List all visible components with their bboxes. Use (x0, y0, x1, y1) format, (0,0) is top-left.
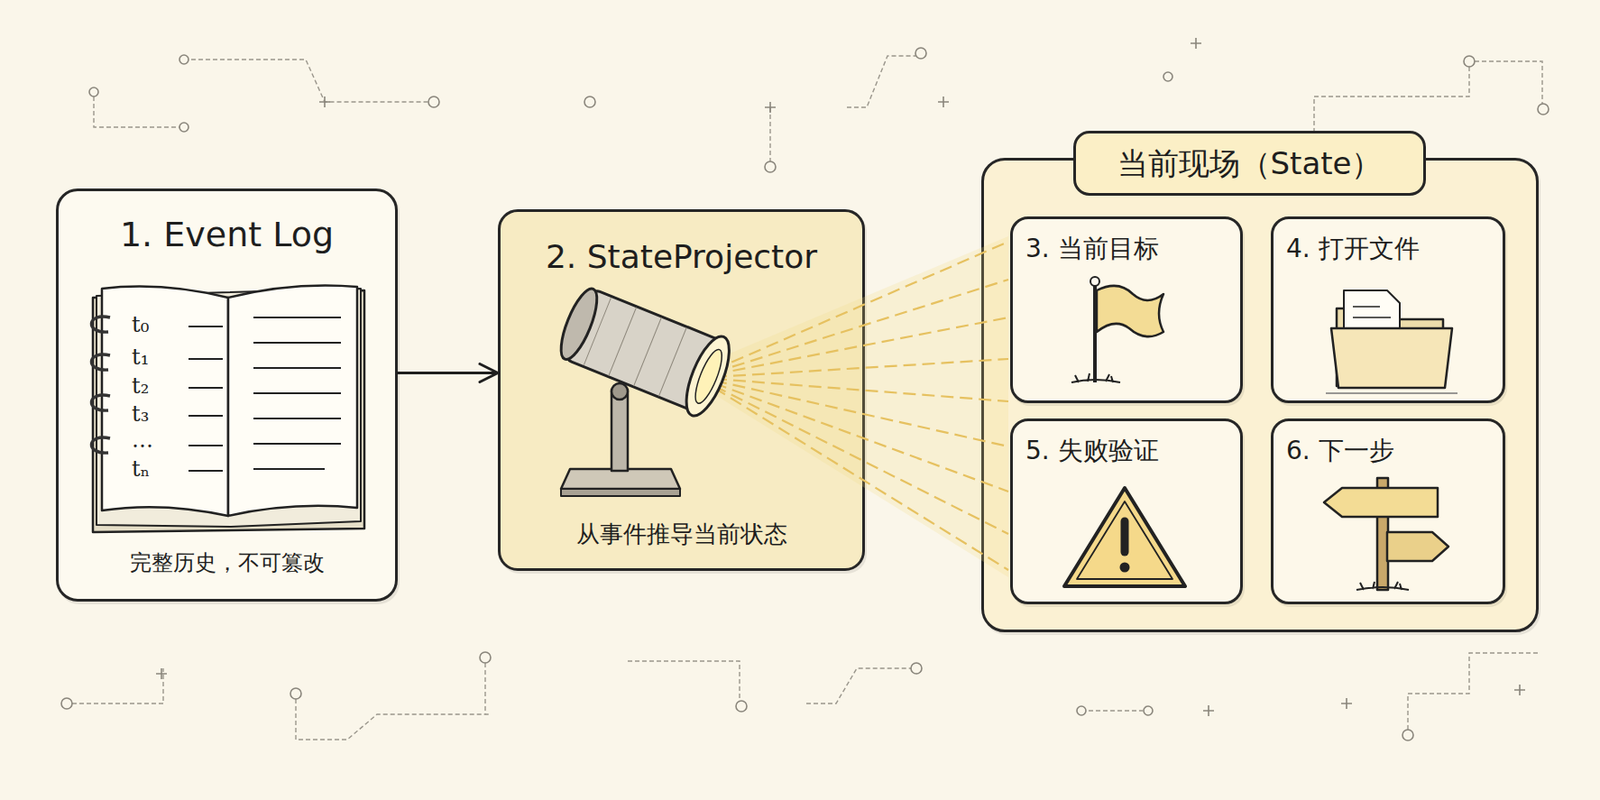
circuit-node (910, 662, 922, 674)
circuit-node (1463, 55, 1475, 67)
timestamp-label: t₀ (131, 312, 149, 338)
circuit-cross (319, 96, 331, 108)
circuit-node (290, 688, 302, 699)
timestamp-label: t₃ (131, 401, 149, 427)
circuit-trace (1407, 652, 1541, 730)
circuit-node (1143, 706, 1153, 716)
circuit-trace (846, 55, 916, 108)
circuit-cross (937, 96, 949, 108)
circuit-node (428, 96, 440, 108)
circuit-node (479, 652, 491, 663)
circuit-cross (1514, 684, 1526, 696)
flow-arrow (397, 371, 498, 375)
timestamp-label: t₂ (131, 373, 149, 399)
box-title: 1. Event Log (58, 214, 396, 257)
circuit-cross (1203, 705, 1214, 717)
circuit-cross (764, 101, 776, 113)
circuit-node (179, 55, 189, 65)
circuit-cross (156, 668, 167, 680)
timestamp-label: tₙ (131, 456, 150, 482)
group-title: 当前现场（State） (1073, 130, 1426, 196)
box-title: 5. 失败验证 (1025, 435, 1233, 467)
box-caption: 完整历史，不可篡改 (58, 550, 396, 577)
circuit-trace (93, 96, 184, 128)
state-item-box: 6. 下一步 (1270, 418, 1506, 605)
circuit-node (764, 161, 776, 173)
state-item-box: 5. 失败验证 (1010, 418, 1243, 605)
circuit-node (1402, 729, 1414, 741)
circuit-node (1537, 103, 1549, 115)
box-title: 3. 当前目标 (1025, 233, 1233, 265)
event-log-box: 1. Event Log 完整历史，不可篡改 (55, 188, 398, 602)
circuit-node (915, 47, 927, 59)
circuit-trace (1474, 61, 1543, 104)
circuit-node (61, 698, 73, 709)
box-title: 6. 下一步 (1286, 435, 1494, 467)
circuit-trace (295, 698, 490, 740)
circuit-node (89, 87, 99, 97)
circuit-node (1076, 706, 1086, 716)
connector-layer (397, 372, 498, 374)
circuit-trace (806, 668, 911, 704)
timestamp-label: … (131, 427, 154, 453)
circuit-node (1163, 72, 1173, 82)
circuit-trace (627, 661, 740, 701)
box-title: 2. StateProjector (500, 237, 863, 276)
state-item-box: 3. 当前目标 (1010, 216, 1243, 404)
state-group-box: 当前现场（State）3. 当前目标4. 打开文件5. 失败验证6. 下一步 (981, 157, 1539, 633)
circuit-cross (1341, 698, 1352, 709)
projector-box: 2. StateProjector 从事件推导当前状态 (497, 209, 865, 571)
circuit-trace (769, 107, 771, 162)
box-caption: 从事件推导当前状态 (500, 520, 863, 549)
box-title: 4. 打开文件 (1286, 233, 1494, 265)
circuit-node (179, 122, 189, 132)
circuit-node (584, 96, 596, 108)
state-item-box: 4. 打开文件 (1270, 216, 1506, 404)
circuit-trace (484, 662, 486, 715)
circuit-node (735, 700, 747, 712)
circuit-trace (1314, 66, 1470, 133)
circuit-trace (1081, 709, 1143, 711)
timestamp-label: t₁ (131, 344, 149, 370)
circuit-trace (72, 668, 164, 704)
circuit-trace (183, 59, 434, 102)
circuit-cross (1190, 37, 1202, 49)
